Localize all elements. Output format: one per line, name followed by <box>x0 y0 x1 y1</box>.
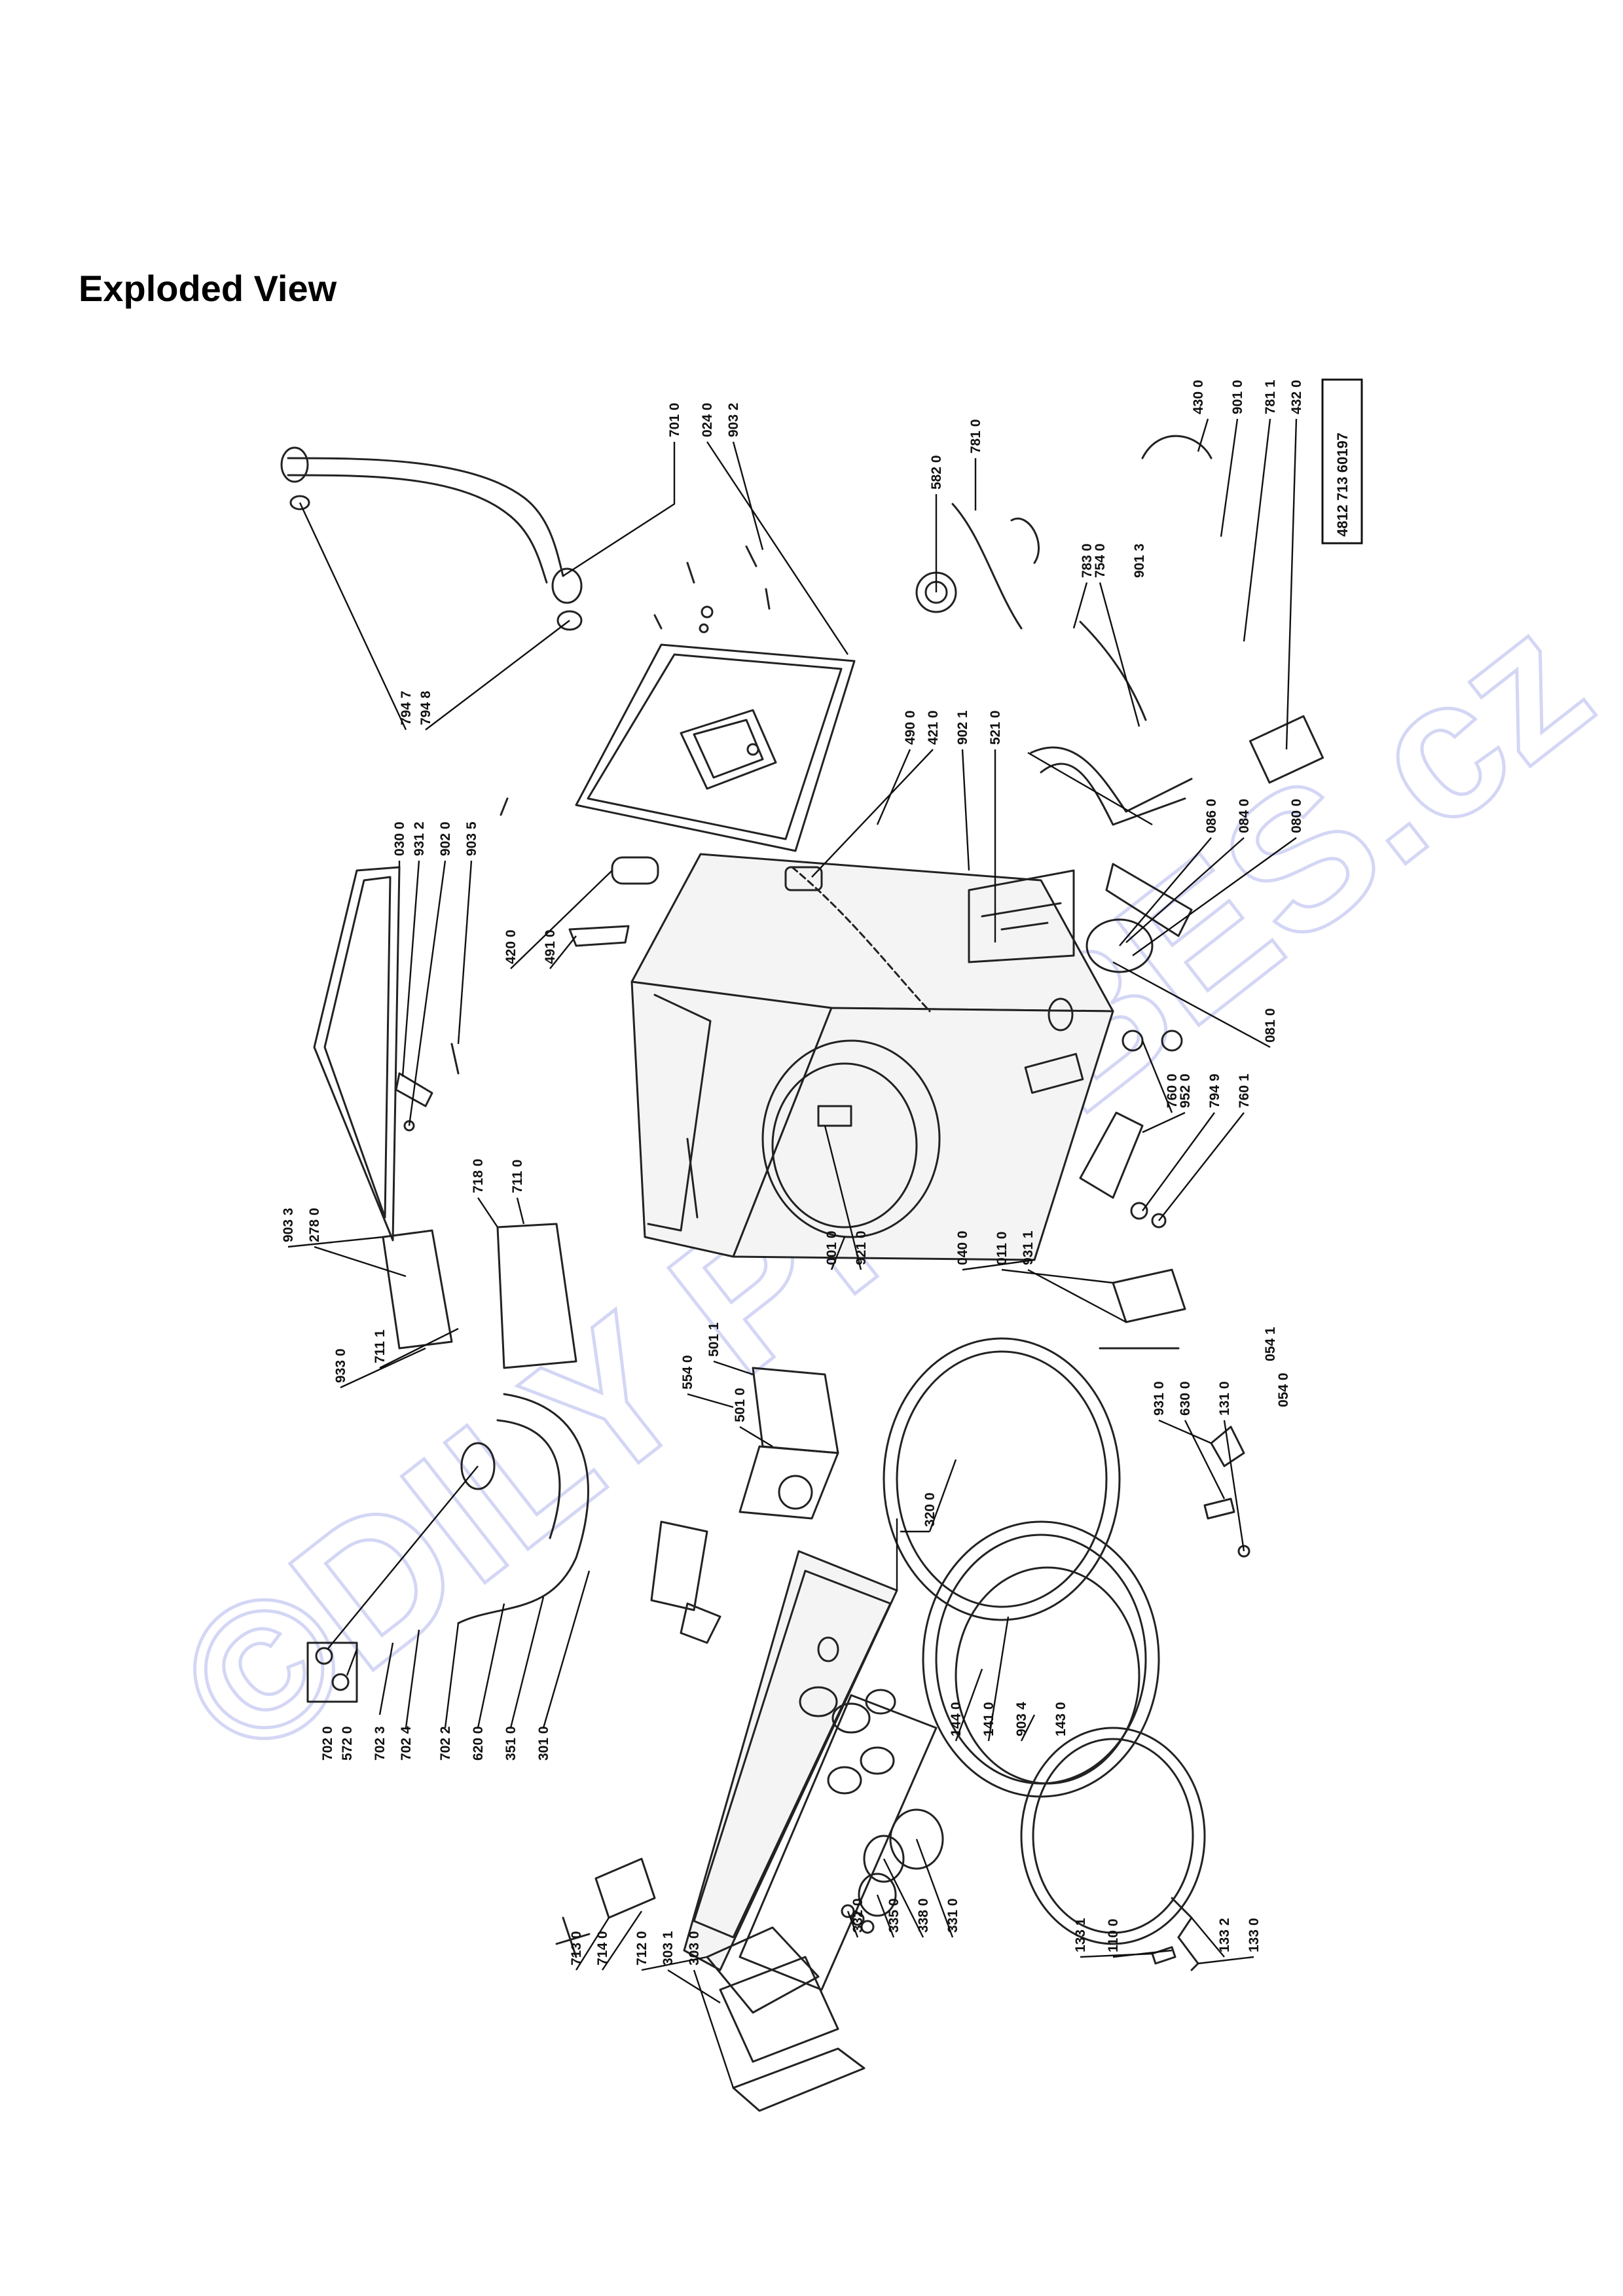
part-number-label: 781 0 <box>968 419 983 454</box>
part-number-label: 133 2 <box>1217 1918 1232 1952</box>
part-number-label: 143 0 <box>1053 1702 1068 1736</box>
part-number-label: 501 1 <box>706 1322 721 1357</box>
part-number-label: 760 0 <box>1165 1073 1180 1108</box>
part-number-label: 620 0 <box>471 1726 486 1761</box>
parts-drawing <box>280 435 1324 2112</box>
capacitor <box>611 856 659 885</box>
heater <box>1079 1111 1144 1199</box>
part-number-label: 933 0 <box>333 1348 348 1383</box>
part-number-label: 702 0 <box>320 1726 335 1761</box>
part-number-label: 931 0 <box>1152 1381 1167 1416</box>
part-number-label: 490 0 <box>903 710 918 745</box>
part-number-label: 702 3 <box>373 1726 388 1761</box>
part-number-label: 794 7 <box>399 691 414 725</box>
part-number-label: 024 0 <box>700 403 715 437</box>
part-number-label: 554 0 <box>680 1355 695 1390</box>
part-number-label: 903 5 <box>464 821 479 856</box>
part-number-label: 144 0 <box>949 1702 964 1736</box>
part-number-label: 572 0 <box>340 1726 355 1761</box>
part-labels: 701 0 024 0 903 2 582 0 781 0 430 0 901 0 781 1… <box>281 380 1304 1965</box>
door-ring <box>922 1520 1160 1798</box>
part-number-label: 902 1 <box>955 710 970 745</box>
part-number-label: 001 0 <box>824 1230 839 1265</box>
cabinet <box>630 853 1114 1013</box>
part-number-label: 902 0 <box>438 821 453 856</box>
part-number-label: 133 0 <box>1247 1918 1262 1952</box>
detergent-drawer <box>496 1223 577 1369</box>
leader-lines <box>287 418 1298 2089</box>
document-number: 4812 713 60197 <box>1334 433 1351 537</box>
part-number-label: 711 0 <box>510 1160 525 1193</box>
door-glass <box>1020 1727 1206 1945</box>
part-number-label: 794 8 <box>418 691 433 725</box>
part-number-label: 301 0 <box>536 1726 551 1761</box>
part-number-label: 303 1 <box>661 1931 676 1965</box>
part-number-label: 054 0 <box>1276 1372 1291 1407</box>
part-number-label: 952 0 <box>1178 1073 1193 1108</box>
part-number-label: 351 0 <box>503 1726 519 1761</box>
part-number-label: 011 0 <box>994 1232 1010 1265</box>
part-number-label: 421 0 <box>926 710 941 745</box>
part-number-label: 903 4 <box>1014 1702 1029 1736</box>
page-title: Exploded View <box>79 268 337 309</box>
part-number-label: 303 0 <box>687 1931 702 1965</box>
part-number-label: 760 1 <box>1237 1073 1252 1108</box>
part-number-label: 701 0 <box>667 403 682 437</box>
door-seal <box>883 1337 1121 1621</box>
part-number-label: 783 0 <box>1080 543 1095 578</box>
part-number-label: 030 0 <box>392 821 407 856</box>
part-number-label: 278 0 <box>307 1208 322 1242</box>
part-number-label: 781 1 <box>1263 380 1278 414</box>
inlet-hose <box>287 457 564 577</box>
part-number-label: 711 1 <box>373 1329 388 1363</box>
part-number-label: 714 0 <box>595 1931 610 1965</box>
top-frame <box>575 643 856 852</box>
part-number-label: 054 1 <box>1263 1327 1278 1361</box>
part-number-label: 903 2 <box>726 403 741 437</box>
part-number-label: 420 0 <box>503 929 519 964</box>
part-number-label: 331 0 <box>945 1898 960 1933</box>
part-number-label: 713 0 <box>569 1931 584 1965</box>
knob <box>889 1808 944 1870</box>
part-number-label: 430 0 <box>1191 380 1206 414</box>
part-number-label: 718 0 <box>471 1158 486 1193</box>
part-number-label: 133 1 <box>1073 1918 1088 1952</box>
part-number-label: 080 0 <box>1289 798 1304 833</box>
part-number-label: 754 0 <box>1093 543 1108 578</box>
part-number-label: 521 0 <box>988 710 1003 745</box>
part-number-label: 702 2 <box>438 1726 453 1761</box>
part-number-label: 921 0 <box>854 1230 869 1265</box>
control-panel <box>683 1550 898 1971</box>
part-number-label: 332 0 <box>850 1898 866 1933</box>
part-number-label: 901 3 <box>1132 543 1147 578</box>
part-number-label: 931 1 <box>1021 1230 1036 1265</box>
part-number-label: 338 0 <box>916 1898 931 1933</box>
part-number-label: 335 0 <box>886 1898 902 1933</box>
part-number-label: 141 0 <box>981 1702 996 1736</box>
part-number-label: 702 4 <box>399 1726 414 1761</box>
part-number-label: 501 0 <box>733 1388 748 1422</box>
part-number-label: 630 0 <box>1178 1381 1193 1416</box>
part-number-label: 901 0 <box>1230 380 1245 414</box>
part-number-label: 491 0 <box>543 929 558 964</box>
lid <box>313 866 401 1242</box>
drain-hose <box>1030 746 1193 813</box>
part-number-label: 931 2 <box>412 821 427 856</box>
door-opening <box>761 1039 941 1238</box>
part-number-label: 320 0 <box>922 1492 938 1527</box>
part-number-label: 712 0 <box>634 1931 649 1965</box>
part-number-label: 110 0 <box>1106 1919 1121 1952</box>
part-number-label: 131 0 <box>1217 1381 1232 1416</box>
part-number-label: 084 0 <box>1237 798 1252 833</box>
part-number-label: 086 0 <box>1204 798 1219 833</box>
part-number-label: 903 3 <box>281 1208 296 1242</box>
document-number-box: 4812 713 60197 <box>1321 378 1363 545</box>
part-number-label: 794 9 <box>1207 1073 1222 1108</box>
part-number-label: 582 0 <box>929 455 944 490</box>
part-number-label: 432 0 <box>1289 380 1304 414</box>
part-number-label: 040 0 <box>955 1230 970 1265</box>
part-number-label: 081 0 <box>1263 1008 1278 1043</box>
